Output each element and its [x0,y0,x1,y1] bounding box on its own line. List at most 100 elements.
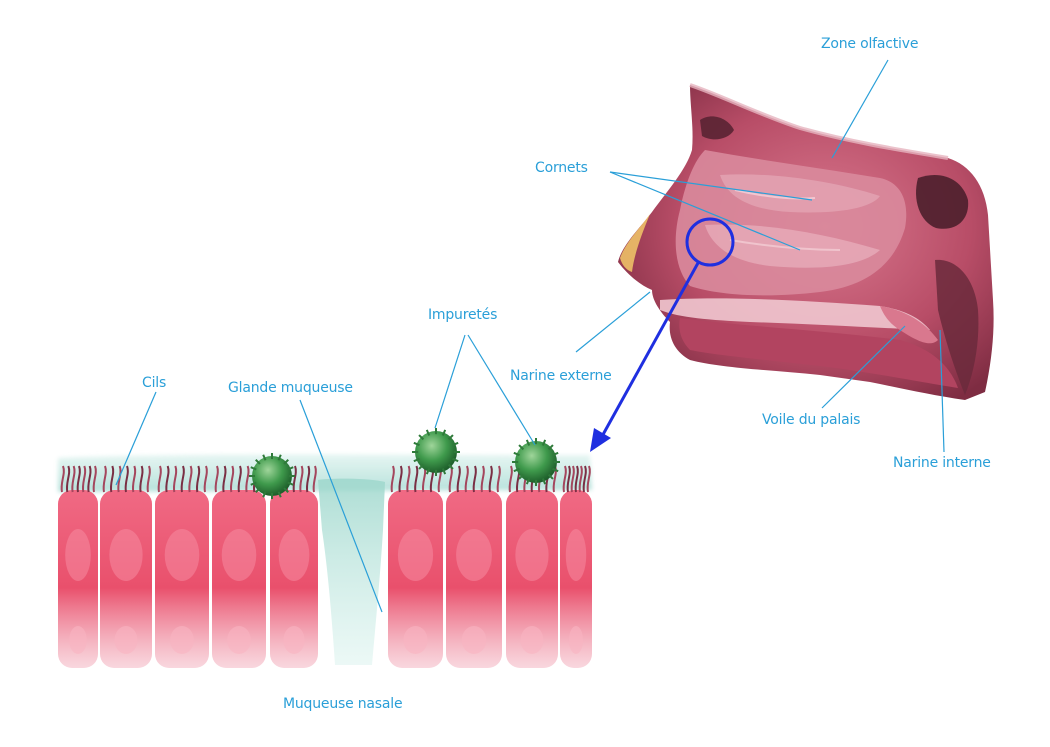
cilium [414,465,419,493]
label-voile-du-palais: Voile du palais [762,412,861,428]
particle-spike [287,481,294,486]
leader-voile [821,325,906,409]
zoom-indicator [590,217,735,452]
particle-spike [518,473,525,480]
particle-spike [425,429,431,436]
particle-spike [441,429,447,436]
cilium [582,465,587,493]
particle-spike [513,451,520,457]
cilium [390,465,395,493]
leader-narine-externe [575,291,651,353]
middle-turbinate [705,224,880,268]
hard-palate [660,298,930,330]
particle-spike [518,444,525,451]
cell-nucleus [520,626,544,654]
particle-spike [547,473,554,480]
cell-nucleus [109,529,143,581]
cell-nucleus [515,529,549,581]
cell-nucleus [69,626,87,654]
cilium [172,465,178,493]
label-muqueuse-nasale: Muqueuse nasale [283,696,403,712]
cell-nucleus [114,626,138,654]
cilium [586,465,591,493]
leader-impuretes-2 [467,334,536,446]
cilium [131,465,137,493]
leader-impuretes-1 [434,334,466,429]
leader-cornets-2 [609,171,801,251]
zoom-arrowhead [590,428,611,452]
cilium [109,465,115,493]
particle-spike [441,468,447,475]
cilium [305,465,311,493]
cilium [496,465,501,493]
leader-cils [115,391,157,486]
cilium [292,465,297,493]
label-glande-muqueuse: Glande muqueuse [228,380,353,396]
soft-palate [880,306,938,344]
cell-nucleus [278,529,310,581]
label-zone-olfactive: Zone olfactive [821,36,919,52]
cilium [214,465,219,493]
cell-nucleus [65,529,91,581]
particle-spike [413,457,420,463]
mucous-gland [318,478,385,665]
cilium [464,465,469,493]
leader-glande [299,399,383,613]
cilium [71,465,76,493]
particle-spike [418,463,425,470]
particle-spike [287,466,294,471]
cilium [406,465,411,493]
particle-spike [283,487,289,493]
cilium [87,465,92,493]
cilium [508,465,513,493]
cell-nucleus [283,626,305,654]
particle-spike [250,481,257,486]
particle-spike [452,441,459,447]
label-narine-interne: Narine interne [893,455,991,471]
cilium [456,465,461,493]
cilium [81,465,87,493]
cilium [312,465,317,493]
particle-spike [277,454,282,461]
particle-spike [262,491,267,498]
epithelial-cells [58,490,592,668]
cell-nucleus [565,529,587,581]
zoom-circle [685,217,735,267]
cilium [570,465,575,493]
cilium [146,465,151,493]
particle-spike [262,454,267,461]
particle-spike [277,491,282,498]
particle-spike [447,463,454,470]
cell-nucleus [227,626,251,654]
cilium [76,465,81,493]
particle-spike [283,459,289,465]
cell-nucleus [456,529,492,581]
cilium [139,465,144,493]
particle-spike [418,434,425,441]
cell-nucleus [170,626,194,654]
tissue-highlight [734,189,816,200]
label-narine-externe: Narine externe [510,368,612,384]
cilium [299,465,304,493]
particle-spike [525,439,531,446]
particle-spike [425,468,431,475]
particle-spike [413,441,420,447]
particle-spike [250,466,257,471]
particle-spike [447,434,454,441]
particle-spike [552,451,559,457]
particle-spike [255,459,261,465]
cilium [195,465,201,493]
label-cornets: Cornets [535,160,588,176]
pharynx [935,259,979,395]
cell-nucleus [397,529,434,581]
nose-tip [620,214,650,272]
upper-turbinate [720,174,880,213]
cell-nucleus [164,529,200,581]
sphenoid-sinus [916,174,969,229]
cilium [157,465,162,493]
leader-narine-interne [939,329,945,453]
cilium [60,465,65,493]
cilium [574,465,579,493]
cilium [188,465,193,493]
